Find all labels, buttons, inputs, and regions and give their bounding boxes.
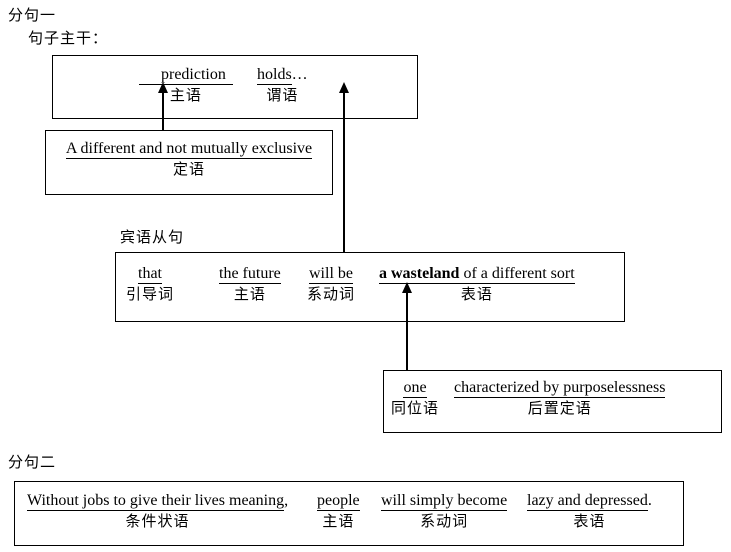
arrow-up-icon xyxy=(158,82,168,93)
segment-role-label: 后置定语 xyxy=(527,401,592,417)
segment-word: that xyxy=(138,264,162,284)
segment-predicate: holds… 谓语 xyxy=(257,65,308,105)
main-clause-box: prediction 主语 holds… 谓语 xyxy=(52,55,418,119)
segment-conjunction: that 引导词 xyxy=(126,264,174,304)
underlined-word: Without jobs to give their lives meaning xyxy=(27,492,285,511)
segment-linking-verb: will be 系动词 xyxy=(307,264,355,304)
underlined-word: will be xyxy=(309,265,353,284)
segment-role-label: 谓语 xyxy=(266,88,299,104)
segment-linking-verb: will simply become 系动词 xyxy=(381,491,508,531)
segment-word: holds… xyxy=(257,65,308,85)
underlined-word: characterized by purposelessness xyxy=(454,379,666,398)
underlined-word: prediction xyxy=(139,66,233,85)
segment-word: will simply become xyxy=(381,491,508,511)
object-clause-heading: 宾语从句 xyxy=(120,230,185,246)
segment-role-label: 主语 xyxy=(322,514,355,530)
appositive-box: one 同位语 characterized by purposelessness… xyxy=(383,370,722,433)
word-suffix: , xyxy=(284,492,289,509)
object-clause-box: that 引导词 the future 主语 will be 系动词 a was… xyxy=(115,252,625,322)
arrow-line-appositive-to-wasteland xyxy=(406,292,408,370)
segment-role-label: 定语 xyxy=(172,162,205,178)
segment-word: the future xyxy=(219,264,281,284)
clause2-box: Without jobs to give their lives meaning… xyxy=(14,481,684,546)
underlined-word: one xyxy=(403,379,427,398)
segment-word: will be xyxy=(309,264,353,284)
underlined-word: the future xyxy=(219,265,281,284)
underlined-word: a wasteland of a different sort xyxy=(379,265,575,284)
segment-word: prediction xyxy=(139,65,233,85)
segment-predicative: lazy and depressed. 表语 xyxy=(527,491,652,531)
segment-subject: the future 主语 xyxy=(219,264,281,304)
arrow-line-object-clause-to-holds xyxy=(343,92,345,253)
underlined-word: will simply become xyxy=(381,492,508,511)
word-suffix: . xyxy=(647,492,652,509)
segment-word: people xyxy=(317,491,360,511)
segment-role-label: 同位语 xyxy=(391,401,440,417)
segment-word: A different and not mutually exclusive xyxy=(65,139,313,159)
segment-appositive: one 同位语 xyxy=(391,378,439,418)
segment-word: characterized by purposelessness xyxy=(454,378,666,398)
segment-subject: prediction 主语 xyxy=(139,65,233,105)
underlined-word: A different and not mutually exclusive xyxy=(65,140,313,159)
segment-postmodifier: characterized by purposelessness 后置定语 xyxy=(454,378,666,418)
segment-role-label: 引导词 xyxy=(126,287,175,303)
arrow-up-icon xyxy=(402,282,412,293)
word-suffix: … xyxy=(291,66,308,83)
underlined-word: lazy and depressed xyxy=(527,492,648,511)
segment-role-label: 主语 xyxy=(169,88,202,104)
segment-role-label: 系动词 xyxy=(307,287,356,303)
word-rest: of a different sort xyxy=(459,265,575,282)
segment-role-label: 主语 xyxy=(233,287,266,303)
underlined-word: people xyxy=(317,492,360,511)
segment-attributive: A different and not mutually exclusive 定… xyxy=(46,139,332,179)
segment-role-label: 表语 xyxy=(460,287,493,303)
sentence-trunk-heading: 句子主干： xyxy=(28,31,109,47)
segment-word: Without jobs to give their lives meaning… xyxy=(27,491,289,511)
segment-predicative: a wasteland of a different sort 表语 xyxy=(379,264,575,304)
segment-subject: people 主语 xyxy=(317,491,360,531)
segment-conditional-adverbial: Without jobs to give their lives meaning… xyxy=(27,491,288,531)
arrow-up-icon xyxy=(339,82,349,93)
arrow-line-attributive-to-prediction xyxy=(162,92,164,130)
segment-role-label: 系动词 xyxy=(420,514,469,530)
segment-role-label: 条件状语 xyxy=(125,514,190,530)
clause2-heading: 分句二 xyxy=(8,455,57,471)
segment-word: one xyxy=(403,378,427,398)
segment-role-label: 表语 xyxy=(573,514,606,530)
segment-word: a wasteland of a different sort xyxy=(379,264,575,284)
underlined-word: holds xyxy=(257,66,292,85)
underlined-word: that xyxy=(138,265,162,284)
bold-word-part: a wasteland xyxy=(379,265,460,282)
segment-word: lazy and depressed. xyxy=(527,491,652,511)
attributive-box: A different and not mutually exclusive 定… xyxy=(45,130,333,195)
clause1-heading: 分句一 xyxy=(8,8,57,24)
